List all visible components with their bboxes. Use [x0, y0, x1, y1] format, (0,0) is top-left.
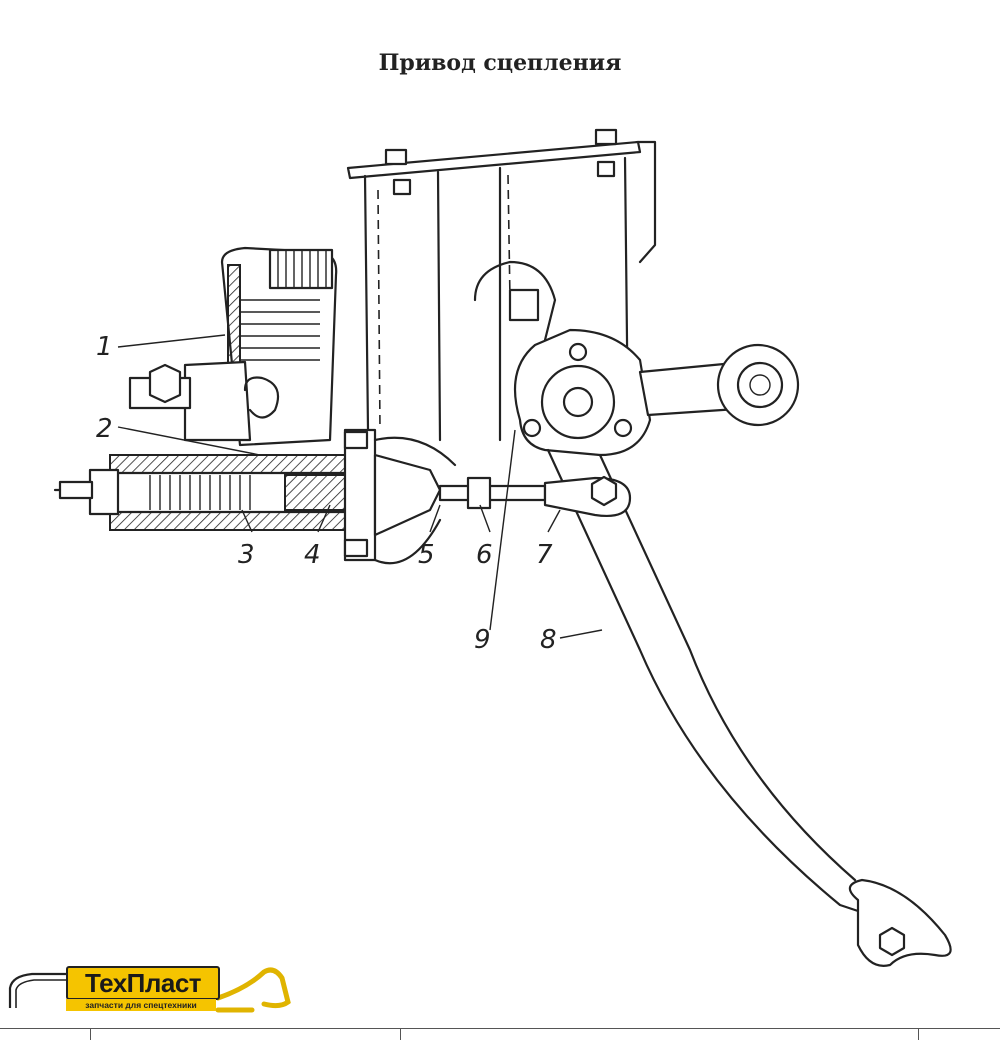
bottom-divider [0, 1028, 1000, 1029]
callout-1: 1 [96, 332, 113, 362]
excavator-logo-icon [8, 967, 291, 1013]
logo-tagline: запчасти для спецтехники [66, 999, 216, 1011]
callout-2: 2 [96, 414, 113, 444]
master-cylinder [53, 428, 457, 565]
callout-3: 3 [238, 540, 255, 570]
callout-9: 9 [474, 625, 491, 655]
pedal-lever [546, 448, 952, 967]
logo-brand-text: ТехПласт [66, 966, 220, 1000]
callout-5: 5 [418, 540, 435, 570]
diagram-title: Привод сцепления [378, 50, 622, 76]
callout-7: 7 [536, 540, 553, 570]
fluid-reservoir [128, 246, 338, 447]
techplast-logo: ТехПласт запчасти для спецтехники [2, 958, 302, 1020]
pedal-pivot [473, 260, 800, 457]
mounting-bracket [346, 128, 657, 442]
bottom-divider-tick [400, 1028, 401, 1040]
callout-8: 8 [540, 625, 557, 655]
leader-lines [117, 334, 603, 639]
push-rod [438, 475, 632, 517]
bottom-divider-tick [90, 1028, 91, 1040]
callout-4: 4 [304, 540, 321, 570]
bottom-divider-tick [918, 1028, 919, 1040]
callout-6: 6 [476, 540, 493, 570]
